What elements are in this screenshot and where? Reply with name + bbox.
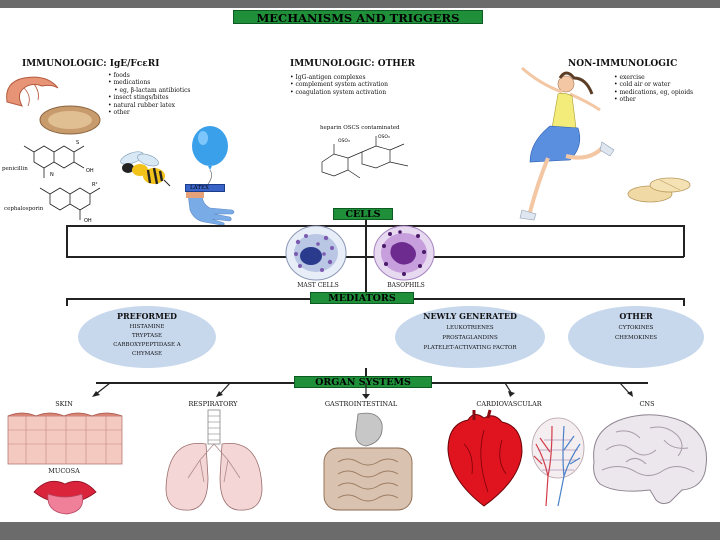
svg-text:OSO₃: OSO₃ bbox=[378, 134, 390, 140]
non-immunologic-item: medications, eg, opioids bbox=[614, 89, 693, 96]
mediators-left-tick bbox=[66, 298, 68, 306]
ige-item: other bbox=[108, 109, 191, 116]
blood-vessels-icon bbox=[531, 417, 585, 507]
immunologic-other-heading: IMMUNOLOGIC: OTHER bbox=[290, 59, 416, 69]
svg-text:OH: OH bbox=[86, 168, 94, 174]
shrimp-icon bbox=[6, 76, 59, 107]
newly-generated-item: PROSTAGLANDINS bbox=[442, 335, 498, 341]
other-mediators-item: CHEMOKINES bbox=[614, 335, 658, 341]
wasp-icon bbox=[120, 151, 171, 187]
non-immunologic-heading: NON-IMMUNOLOGIC bbox=[568, 59, 678, 69]
skin-label: SKIN bbox=[55, 400, 73, 408]
lungs-icon bbox=[165, 409, 263, 511]
heparin-label: heparin OSCS contaminated bbox=[320, 125, 400, 131]
non-immunologic-item: other bbox=[614, 96, 693, 103]
immunologic-other-item: IgG-antigen complexes bbox=[290, 74, 388, 81]
ige-item: natural rubber latex bbox=[108, 102, 191, 109]
svg-text:N: N bbox=[50, 172, 54, 178]
other-mediators-item: CYTOKINES bbox=[618, 325, 654, 331]
immunologic-other-list: IgG-antigen complexes complement system … bbox=[290, 74, 388, 96]
non-immunologic-item: cold air or water bbox=[614, 81, 693, 88]
ige-item: eg, β-lactam antibiotics bbox=[108, 87, 190, 94]
non-immunologic-item: exercise bbox=[614, 74, 693, 81]
bottom-bar bbox=[0, 522, 720, 540]
cephalosporin-label: cephalosporin bbox=[4, 206, 44, 212]
svg-text:R²: R² bbox=[92, 182, 97, 188]
latex-band: LATEX bbox=[185, 184, 225, 192]
pills-icon bbox=[627, 177, 691, 203]
non-immunologic-list: exercise cold air or water medications, … bbox=[614, 74, 693, 104]
svg-text:OSO₃: OSO₃ bbox=[338, 138, 350, 144]
organ-systems-stem bbox=[365, 368, 367, 382]
immunologic-other-item: coagulation system activation bbox=[290, 89, 388, 96]
mediators-right-tick bbox=[683, 298, 685, 306]
ige-item: foods bbox=[108, 72, 191, 79]
newly-generated-title: NEWLY GENERATED bbox=[423, 311, 517, 321]
trigger-connector-line bbox=[66, 225, 684, 227]
dancer-icon bbox=[519, 66, 615, 221]
mast-cells-label: MAST CELLS bbox=[297, 282, 339, 289]
preformed-title: PREFORMED bbox=[117, 311, 177, 321]
skin-tissue-icon bbox=[7, 412, 123, 465]
lips-tongue-icon bbox=[33, 480, 97, 515]
other-mediators-title: OTHER bbox=[619, 311, 653, 321]
svg-text:S: S bbox=[76, 140, 79, 146]
mucosa-label: MUCOSA bbox=[48, 467, 80, 475]
intestines-icon bbox=[323, 412, 413, 511]
mediators-heading: MEDIATORS bbox=[310, 292, 414, 304]
preformed-item: CARBOXYPEPTIDASE A bbox=[113, 342, 181, 348]
svg-text:OH: OH bbox=[84, 218, 92, 224]
brain-icon bbox=[593, 414, 708, 505]
mast-cell-icon bbox=[285, 225, 347, 281]
newly-generated-item: LEUKOTRIENES bbox=[446, 325, 494, 331]
heart-icon bbox=[447, 409, 523, 507]
bread-icon bbox=[39, 105, 101, 135]
immunologic-other-item: complement system activation bbox=[290, 81, 388, 88]
ige-item: medications bbox=[108, 79, 191, 86]
preformed-item: CHYMASE bbox=[131, 351, 163, 357]
trigger-connector-right bbox=[683, 225, 685, 257]
ige-list: foods medications eg, β-lactam antibioti… bbox=[108, 72, 191, 116]
glove-icon bbox=[186, 192, 235, 226]
top-bar bbox=[0, 0, 720, 8]
ige-item: insect stings/bites bbox=[108, 94, 191, 101]
heparin-structure-icon: OSO₃ OSO₃ bbox=[321, 134, 409, 179]
cells-heading: CELLS bbox=[333, 208, 393, 220]
preformed-oval: PREFORMED HISTAMINE TRYPTASE CARBOXYPEPT… bbox=[78, 306, 216, 368]
preformed-item: TRYPTASE bbox=[131, 333, 163, 339]
organ-arrows bbox=[92, 382, 633, 399]
basophils-label: BASOPHILS bbox=[387, 282, 425, 289]
cells-vertical-line bbox=[365, 220, 367, 296]
cardiovascular-label: CARDIOVASCULAR bbox=[476, 400, 542, 408]
trigger-connector-left bbox=[66, 225, 68, 257]
diagram-title: MECHANISMS AND TRIGGERS bbox=[233, 10, 483, 25]
balloon-icon bbox=[192, 126, 228, 185]
cns-label: CNS bbox=[639, 400, 655, 408]
penicillin-structure-icon: S N OH bbox=[23, 140, 94, 178]
penicillin-label: penicillin bbox=[2, 166, 28, 172]
preformed-item: HISTAMINE bbox=[129, 324, 165, 330]
cephalosporin-structure-icon: R² OH bbox=[39, 182, 101, 224]
latex-label: LATEX bbox=[190, 185, 209, 191]
other-mediators-oval: OTHER CYTOKINES CHEMOKINES bbox=[568, 306, 704, 368]
newly-generated-oval: NEWLY GENERATED LEUKOTRIENES PROSTAGLAND… bbox=[395, 306, 545, 368]
ige-heading: IMMUNOLOGIC: IgE/FcεRI bbox=[22, 59, 160, 69]
respiratory-label: RESPIRATORY bbox=[188, 400, 238, 408]
basophil-icon bbox=[373, 225, 435, 281]
gastrointestinal-label: GASTROINTESTINAL bbox=[324, 400, 398, 408]
newly-generated-item: PLATELET-ACTIVATING FACTOR bbox=[423, 345, 517, 351]
organ-systems-heading: ORGAN SYSTEMS bbox=[294, 376, 432, 388]
